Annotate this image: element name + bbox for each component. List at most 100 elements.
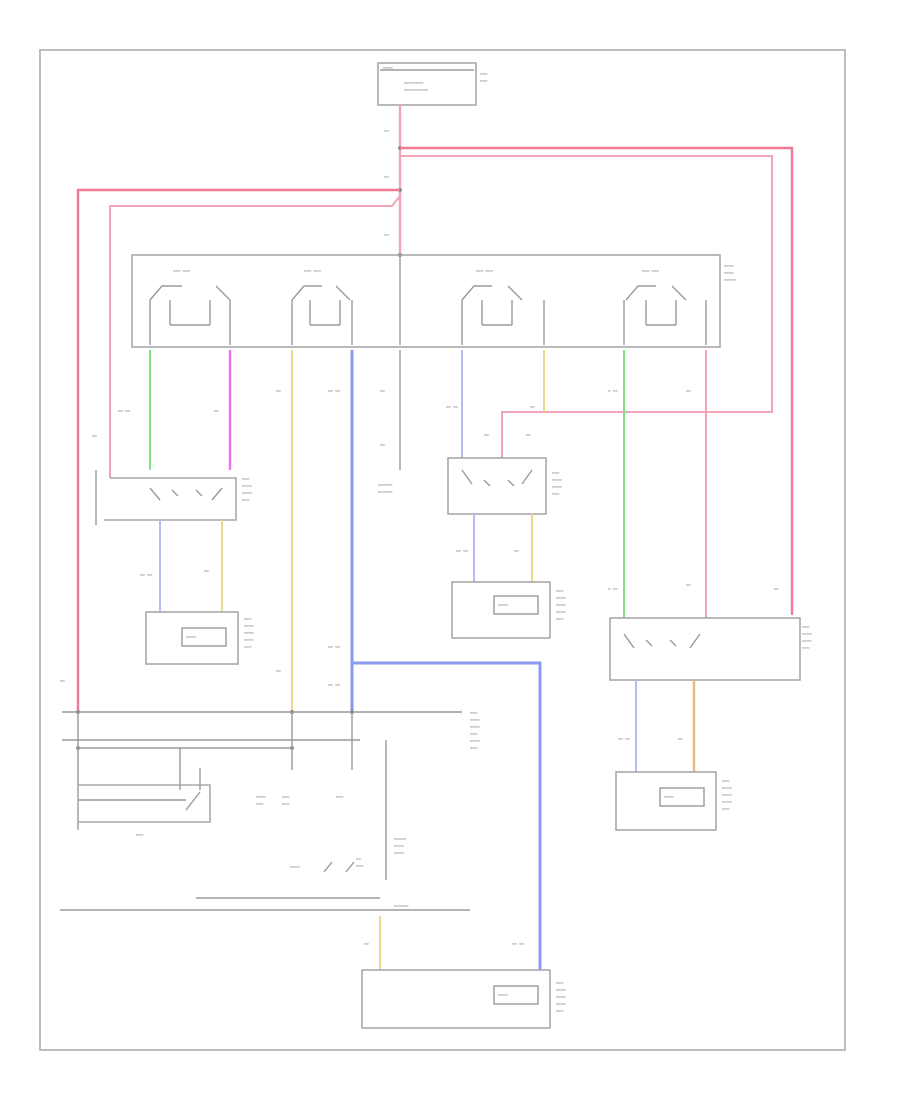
left-door-switch: ▬▬▬ ▬▬▬▬ ▬▬▬▬ ▬▬▬	[95, 470, 252, 525]
svg-text:▬▬: ▬▬	[384, 232, 389, 237]
svg-text:▬▬: ▬▬	[356, 856, 361, 861]
svg-text:▬▬▬: ▬▬▬	[480, 78, 488, 83]
svg-text:▬▬▬ ▬▬▬: ▬▬▬ ▬▬▬	[476, 268, 493, 273]
right-upper-motor: ▬▬ ▬▬ ▬▬ ▬▬▬▬ ▬▬▬ ▬▬▬▬ ▬▬▬▬ ▬▬▬▬ ▬▬▬	[451, 514, 566, 639]
bottom-bus: ▬▬▬▬▬▬	[60, 897, 470, 911]
svg-text:▬▬▬: ▬▬▬	[356, 863, 364, 868]
svg-text:▬▬▬: ▬▬▬	[802, 645, 810, 650]
svg-text:▬▬: ▬▬	[364, 941, 369, 946]
svg-text:▬▬▬▬: ▬▬▬▬	[242, 490, 252, 495]
svg-text:▬▬▬▬: ▬▬▬▬	[244, 630, 254, 635]
svg-text:▬▬: ▬▬	[484, 432, 489, 437]
switch-left-down: ▬▬▬ ▬▬▬	[149, 268, 231, 345]
svg-text:▬▬▬: ▬▬▬	[282, 794, 290, 799]
svg-text:▬▬▬▬: ▬▬▬▬	[722, 792, 732, 797]
svg-text:▬▬: ▬▬	[774, 586, 779, 591]
svg-text:▬▬▬▬: ▬▬▬▬	[242, 483, 252, 488]
svg-text:▬▬▬▬: ▬▬▬▬	[722, 785, 732, 790]
svg-text:▬▬▬▬: ▬▬▬▬	[290, 864, 300, 869]
svg-text:▬▬: ▬▬	[92, 433, 97, 438]
svg-text:▬▬ ▬▬: ▬▬ ▬▬	[456, 548, 469, 553]
fuse-block: ▬▬▬▬ ▬▬▬▬▬▬▬▬ ▬▬▬▬▬▬▬▬▬▬ ▬▬▬ ▬▬▬	[377, 62, 488, 106]
svg-text:▬▬: ▬▬	[384, 174, 389, 179]
svg-text:▬▬▬: ▬▬▬	[282, 801, 290, 806]
svg-text:▬▬▬▬: ▬▬▬▬	[498, 992, 508, 997]
svg-text:▬▬▬: ▬▬▬	[556, 1008, 564, 1013]
svg-text:▬▬▬▬: ▬▬▬▬	[802, 631, 812, 636]
svg-text:▬▬▬: ▬▬▬	[722, 806, 730, 811]
svg-text:▬▬▬▬: ▬▬▬▬	[552, 484, 562, 489]
svg-text:▬▬▬▬: ▬▬▬▬	[256, 794, 266, 799]
svg-text:▬▬▬▬: ▬▬▬▬	[470, 724, 480, 729]
svg-text:▬▬ ▬▬: ▬▬ ▬▬	[140, 572, 153, 577]
svg-text:▬ ▬▬: ▬ ▬▬	[608, 586, 618, 591]
svg-text:▬▬ ▬▬: ▬▬ ▬▬	[328, 682, 341, 687]
selector-switch: ▬▬▬▬▬ ▬▬▬▬ ▬▬▬▬ ▬▬▬▬ ▬▬ ▬▬▬	[290, 740, 407, 880]
svg-text:▬▬▬▬▬: ▬▬▬▬▬	[724, 277, 737, 282]
svg-text:▬▬: ▬▬	[204, 568, 209, 573]
center-ground-lead: ▬▬ ▬▬ ▬▬▬▬▬▬ ▬▬▬▬▬▬	[378, 350, 401, 494]
svg-text:▬▬▬: ▬▬▬	[556, 588, 564, 593]
svg-text:▬▬▬▬: ▬▬▬▬	[552, 477, 562, 482]
wire-feed-right	[400, 146, 794, 615]
svg-text:▬▬▬: ▬▬▬	[336, 794, 344, 799]
lower-connector-bus: ▬▬▬ ▬▬▬▬ ▬▬▬▬ ▬▬▬ ▬▬▬▬ ▬▬▬	[62, 710, 480, 830]
svg-text:▬▬▬▬: ▬▬▬▬	[724, 263, 734, 268]
svg-text:▬▬▬▬: ▬▬▬▬	[244, 637, 254, 642]
svg-text:▬▬: ▬▬	[380, 442, 385, 447]
svg-text:▬▬▬▬: ▬▬▬▬	[556, 595, 566, 600]
svg-text:▬▬ ▬▬: ▬▬ ▬▬	[446, 404, 459, 409]
svg-text:▬▬▬ ▬▬▬: ▬▬▬ ▬▬▬	[642, 268, 659, 273]
right-mirror-switch: ▬▬▬ ▬▬▬▬ ▬▬▬▬ ▬▬▬	[609, 617, 812, 681]
svg-text:▬▬▬: ▬▬▬	[256, 801, 264, 806]
svg-text:▬▬▬▬▬▬: ▬▬▬▬▬▬	[378, 489, 393, 494]
svg-text:▬▬▬▬: ▬▬▬▬	[722, 799, 732, 804]
svg-text:▬▬▬: ▬▬▬	[244, 644, 252, 649]
svg-text:▬▬: ▬▬	[384, 128, 389, 133]
svg-text:▬▬▬▬: ▬▬▬▬	[802, 638, 812, 643]
svg-text:▬▬ ▬▬: ▬▬ ▬▬	[328, 388, 341, 393]
svg-text:▬▬: ▬▬	[514, 548, 519, 553]
svg-text:▬▬▬▬: ▬▬▬▬	[470, 717, 480, 722]
svg-text:▬▬: ▬▬	[686, 582, 691, 587]
svg-text:▬▬: ▬▬	[530, 404, 535, 409]
svg-text:▬▬▬▬: ▬▬▬▬	[383, 65, 393, 70]
svg-text:▬▬: ▬▬	[60, 678, 65, 683]
svg-text:▬▬▬: ▬▬▬	[552, 491, 560, 496]
svg-text:▬▬: ▬▬	[276, 668, 281, 673]
svg-text:▬▬▬▬: ▬▬▬▬	[556, 987, 566, 992]
svg-text:▬▬▬: ▬▬▬	[470, 745, 478, 750]
svg-text:▬▬▬▬: ▬▬▬▬	[556, 1001, 566, 1006]
switch-right-down: ▬▬▬ ▬▬▬	[623, 268, 707, 345]
svg-text:▬▬▬ ▬▬▬: ▬▬▬ ▬▬▬	[173, 268, 190, 273]
svg-text:▬▬▬▬: ▬▬▬▬	[556, 994, 566, 999]
svg-text:▬▬▬: ▬▬▬	[480, 71, 488, 76]
svg-text:▬▬: ▬▬	[214, 408, 219, 413]
svg-text:▬▬ ▬▬: ▬▬ ▬▬	[618, 736, 631, 741]
mirror-switch-assembly: ▬▬▬▬ ▬▬▬▬ ▬▬▬▬▬ ▬▬▬ ▬▬▬ ▬▬▬ ▬▬▬ ▬▬▬ ▬▬▬	[131, 254, 737, 348]
svg-text:▬▬▬: ▬▬▬	[722, 778, 730, 783]
svg-text:▬▬▬▬▬▬: ▬▬▬▬▬▬	[394, 903, 409, 908]
svg-text:▬▬▬▬▬▬▬▬▬▬: ▬▬▬▬▬▬▬▬▬▬	[404, 87, 429, 92]
svg-text:▬▬: ▬▬	[526, 432, 531, 437]
svg-text:▬▬ ▬▬: ▬▬ ▬▬	[118, 408, 131, 413]
svg-text:▬▬: ▬▬	[686, 388, 691, 393]
svg-text:▬▬▬▬: ▬▬▬▬	[470, 738, 480, 743]
wire-feed-main: ▬▬ ▬▬ ▬▬	[384, 105, 402, 257]
svg-text:▬▬ ▬▬: ▬▬ ▬▬	[328, 644, 341, 649]
svg-text:▬▬▬▬: ▬▬▬▬	[244, 623, 254, 628]
svg-text:▬▬▬▬▬▬: ▬▬▬▬▬▬	[378, 482, 393, 487]
svg-text:▬▬▬: ▬▬▬	[242, 497, 250, 502]
svg-text:▬▬: ▬▬	[380, 388, 385, 393]
svg-text:▬▬▬: ▬▬▬	[244, 616, 252, 621]
left-mirror-motor: ▬▬ ▬▬ ▬▬ ▬▬▬▬ ▬▬▬ ▬▬▬▬ ▬▬▬▬ ▬▬▬▬ ▬▬▬	[140, 520, 254, 665]
svg-text:▬▬▬▬: ▬▬▬▬	[498, 602, 508, 607]
svg-text:▬▬▬▬▬▬▬▬: ▬▬▬▬▬▬▬▬	[404, 80, 424, 85]
svg-text:▬▬▬▬: ▬▬▬▬	[556, 609, 566, 614]
svg-text:▬▬ ▬▬: ▬▬ ▬▬	[512, 941, 525, 946]
svg-text:▬▬▬: ▬▬▬	[242, 476, 250, 481]
svg-text:▬▬▬▬▬: ▬▬▬▬▬	[394, 836, 407, 841]
relay: ▬▬▬ ▬▬▬▬ ▬▬▬ ▬▬▬ ▬▬▬ ▬▬▬	[78, 748, 344, 837]
diagram-frame	[39, 49, 846, 1051]
